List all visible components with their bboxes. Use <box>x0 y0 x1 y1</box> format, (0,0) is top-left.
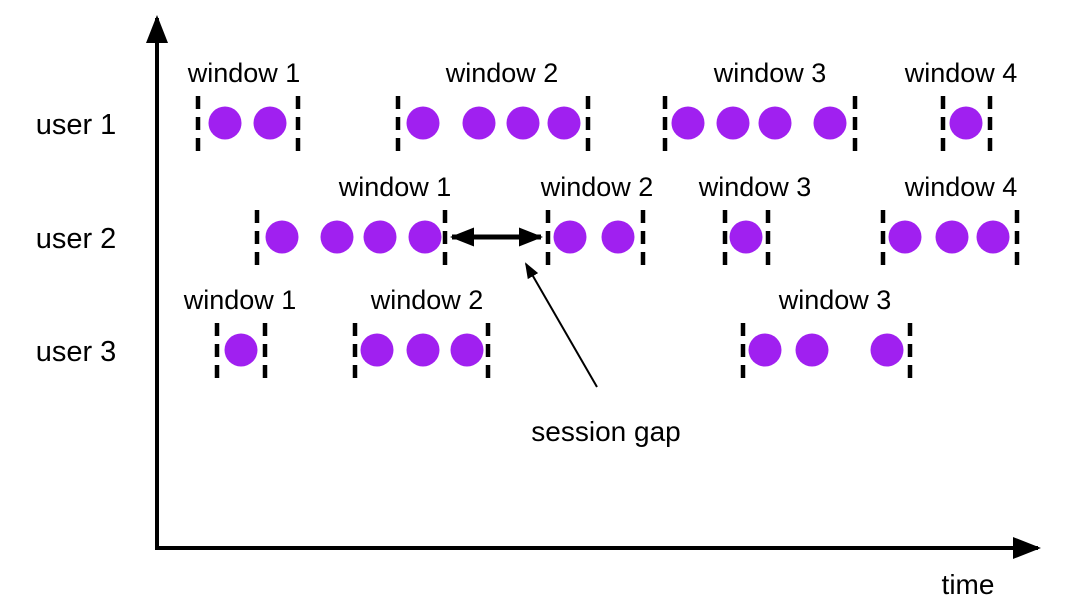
window-label: window 2 <box>370 285 484 315</box>
window-label: window 2 <box>445 58 559 88</box>
window-group-4: window 4 <box>880 172 1020 265</box>
event-dot <box>553 220 587 254</box>
event-dot <box>406 106 440 140</box>
event-dot <box>360 333 394 367</box>
window-label: window 4 <box>904 58 1018 88</box>
window-group-2: window 2 <box>540 172 654 265</box>
user-row-label: user 2 <box>36 223 117 255</box>
event-dot <box>729 220 763 254</box>
window-label: window 1 <box>338 172 452 202</box>
window-group-3: window 3 <box>740 285 913 378</box>
window-group-2: window 2 <box>352 285 491 378</box>
event-dot <box>935 220 969 254</box>
user-row-label: user 1 <box>36 109 117 141</box>
event-dot <box>547 106 581 140</box>
event-dot <box>406 333 440 367</box>
axes-layer: time <box>146 15 1041 600</box>
event-dot <box>795 333 829 367</box>
window-label: window 1 <box>187 58 301 88</box>
event-dot <box>716 106 750 140</box>
window-label: window 4 <box>904 172 1018 202</box>
event-dot <box>450 333 484 367</box>
session-gap-pointer-arrow <box>525 262 598 388</box>
window-label: window 1 <box>183 285 297 315</box>
user-row-label: user 3 <box>36 336 117 368</box>
event-dot <box>671 106 705 140</box>
event-dot <box>363 220 397 254</box>
event-dot <box>208 106 242 140</box>
event-dot <box>949 106 983 140</box>
session-gap-label: session gap <box>531 416 680 447</box>
event-dot <box>224 333 258 367</box>
user-row-3: user 3 window 1 window 2 window 3 <box>36 285 913 378</box>
window-group-1: window 1 <box>183 285 297 378</box>
event-dot <box>320 220 354 254</box>
event-dot <box>888 220 922 254</box>
window-label: window 3 <box>778 285 892 315</box>
annotation-layer: session gap <box>450 227 681 447</box>
x-axis-label: time <box>942 569 995 600</box>
event-dot <box>870 333 904 367</box>
event-dot <box>813 106 847 140</box>
window-label: window 3 <box>698 172 812 202</box>
window-group-1: window 1 <box>254 172 452 265</box>
event-dot <box>408 220 442 254</box>
event-dot <box>976 220 1010 254</box>
window-label: window 2 <box>540 172 654 202</box>
event-dot <box>748 333 782 367</box>
user-row-1: user 1 window 1 window 2 window 3 window 4 <box>36 58 1018 151</box>
window-group-1: window 1 <box>187 58 301 151</box>
window-label: window 3 <box>713 58 827 88</box>
event-dot <box>253 106 287 140</box>
window-group-3: window 3 <box>698 172 812 265</box>
event-dot <box>462 106 496 140</box>
window-group-4: window 4 <box>904 58 1018 151</box>
user-row-2: user 2 window 1 window 2 window 3 window 4 <box>36 172 1020 265</box>
event-dot <box>506 106 540 140</box>
event-dot <box>265 220 299 254</box>
event-dot <box>758 106 792 140</box>
window-group-2: window 2 <box>395 58 591 151</box>
window-group-3: window 3 <box>662 58 858 151</box>
event-dot <box>601 220 635 254</box>
